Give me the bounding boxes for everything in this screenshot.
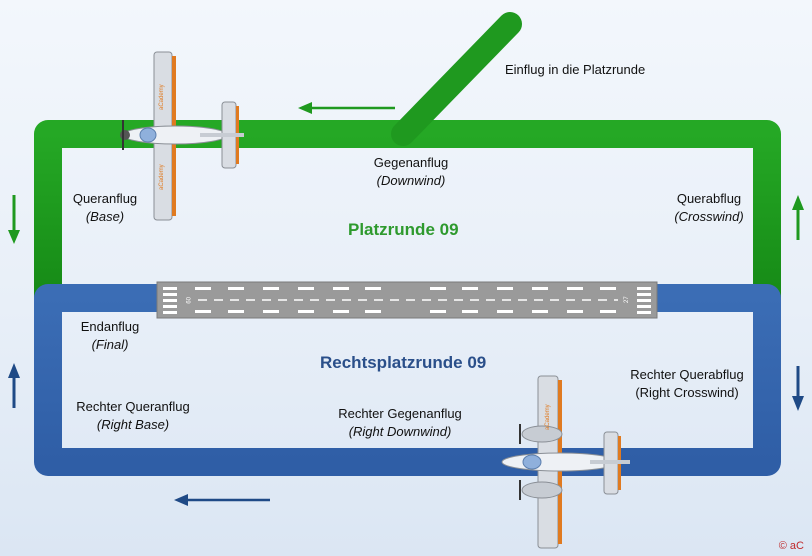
runway-marking (263, 287, 279, 290)
runway-marking (195, 310, 211, 313)
runway-number-09: 09 (184, 297, 190, 304)
right-crosswind-de: Rechter Querabflug (630, 367, 744, 382)
right-circuit-title: Rechtsplatzrunde 09 (320, 353, 487, 372)
crosswind-en: (Crosswind) (674, 209, 744, 224)
downwind-label: Gegenanflug (Downwind) (356, 154, 466, 190)
entry-leg (391, 12, 522, 146)
runway-marking (462, 310, 478, 313)
runway-marking (298, 287, 314, 290)
crosswind-de: Querabflug (676, 191, 742, 206)
runway-marking (600, 287, 616, 290)
runway-number-27: 27 (624, 296, 630, 303)
runway-marking (195, 287, 211, 290)
right-crosswind-en: (Right Crosswind) (635, 385, 739, 400)
runway-marking (263, 310, 279, 313)
runway-marking (228, 287, 244, 290)
twin-wing-marking: aCademy (545, 404, 551, 430)
runway-marking (333, 310, 349, 313)
right-circuit-path (34, 284, 781, 476)
runway-marking (497, 287, 513, 290)
downwind-en: (Downwind) (376, 173, 446, 188)
base-label: Queranflug (Base) (62, 190, 148, 226)
downwind-de: Gegenanflug (373, 155, 449, 170)
right-downwind-de: Rechter Gegenanflug (338, 406, 462, 421)
twin-engine-aircraft: aCademy (501, 375, 630, 549)
runway-marking (567, 310, 583, 313)
base-de: Queranflug (72, 191, 138, 206)
runway-marking (430, 310, 446, 313)
right-downwind-en: (Right Downwind) (348, 424, 452, 439)
runway-marking (532, 310, 548, 313)
arrow-blue-left (8, 363, 20, 408)
final-en: (Final) (91, 337, 129, 352)
copyright-text: © aC (778, 540, 804, 552)
runway-marking (532, 287, 548, 290)
final-de: Endanflug (80, 319, 140, 334)
runway-marking (430, 287, 446, 290)
runway-marking (600, 310, 616, 313)
single-engine-aircraft: aCademy aCademy (120, 51, 244, 221)
left-circuit-title: Platzrunde 09 (348, 220, 459, 239)
runway (156, 281, 658, 319)
wing-marking-top: aCademy (159, 84, 165, 110)
runway-marking (298, 310, 314, 313)
right-base-en: (Right Base) (96, 417, 170, 432)
runway-marking (228, 310, 244, 313)
runway-marking (462, 287, 478, 290)
right-crosswind-label: Rechter Querabflug (Right Crosswind) (614, 366, 760, 402)
arrow-green-right (792, 195, 804, 240)
arrow-green-left (8, 195, 20, 244)
runway-marking (567, 287, 583, 290)
wing-marking-bottom: aCademy (159, 164, 165, 190)
final-label: Endanflug (Final) (70, 318, 150, 354)
entry-label: Einflug in die Platzrunde (505, 62, 646, 77)
runway-marking (333, 287, 349, 290)
base-en: (Base) (85, 209, 125, 224)
right-downwind-label: Rechter Gegenanflug (Right Downwind) (330, 405, 470, 441)
right-base-de: Rechter Queranflug (76, 399, 190, 414)
crosswind-label: Querabflug (Crosswind) (664, 190, 754, 226)
arrow-green-top (298, 102, 395, 114)
right-base-label: Rechter Queranflug (Right Base) (62, 398, 204, 434)
runway-marking (497, 310, 513, 313)
runway-marking (365, 310, 381, 313)
arrow-blue-bottom (174, 494, 270, 506)
runway-marking (365, 287, 381, 290)
arrow-blue-right (792, 366, 804, 411)
